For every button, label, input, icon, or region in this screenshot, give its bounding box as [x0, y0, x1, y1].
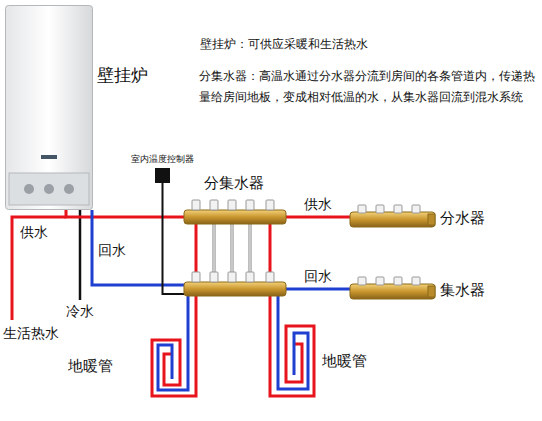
node-label: 壁挂炉	[97, 65, 148, 85]
loop-return-pipe	[277, 296, 280, 320]
node-label: 地暖管	[322, 352, 367, 370]
floor-heating-loop-shape	[258, 320, 318, 400]
hot-water-pipe	[12, 217, 66, 320]
pipe-connector	[163, 183, 185, 294]
node-label: 集水器	[440, 281, 485, 299]
return-manifold: 集水器	[350, 277, 435, 303]
description-note: 分集水器：高温水通过分水器分流到房间的各条管道内，传递热量给房间地板，变成相对低…	[199, 66, 535, 108]
cold-water-pipe	[79, 210, 82, 300]
pipe-connector	[66, 210, 184, 217]
pipe-connector	[92, 210, 184, 285]
loop-return-pipe	[187, 296, 190, 335]
floor-heating-loop: 地暖管	[258, 320, 318, 400]
node-label: 地暖管	[68, 357, 113, 375]
pipe-label: 回水	[302, 268, 334, 285]
temperature-controller-shape	[155, 168, 170, 183]
return-manifold-shape	[350, 277, 435, 303]
floor-heating-loop-shape	[130, 335, 208, 400]
pipe-label: 生活热水	[3, 325, 59, 342]
wall-boiler: 壁挂炉	[5, 5, 93, 210]
pipe-connector	[286, 216, 350, 219]
supply-manifold: 分水器	[350, 205, 435, 231]
supply-manifold-shape	[350, 205, 435, 231]
pipe-label: 冷水	[66, 303, 94, 320]
pipe-label: 供水	[302, 196, 334, 213]
wall-boiler-shape	[5, 5, 93, 210]
temperature-controller: 室内温度控制器	[155, 168, 170, 183]
pipe-connector	[286, 288, 350, 291]
pipe-connector	[195, 298, 198, 335]
node-label: 室内温度控制器	[131, 154, 194, 165]
node-label: 分水器	[440, 209, 485, 227]
manifold-shape	[184, 200, 286, 298]
manifold: 分集水器	[184, 200, 286, 298]
pipe-connector	[269, 298, 272, 320]
node-label: 分集水器	[204, 174, 264, 192]
pipe-label: 回水	[96, 242, 128, 259]
description-note: 壁挂炉：可供应采暖和生活热水	[200, 37, 368, 51]
pipe-label: 供水	[20, 224, 48, 241]
floor-heating-loop: 地暖管	[130, 335, 208, 400]
